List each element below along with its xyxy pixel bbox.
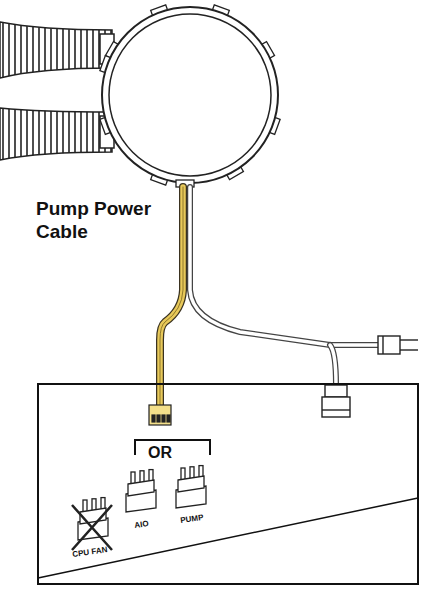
pump-connector (149, 405, 171, 425)
header-label: AIO (134, 520, 149, 531)
tube (0, 22, 112, 78)
or-bracket (135, 440, 210, 455)
pump-power-cable (160, 187, 183, 405)
board-edge (38, 498, 418, 578)
header (126, 470, 156, 512)
pump-head-tabs (100, 5, 280, 185)
cross-out (72, 505, 112, 550)
pump-head (102, 7, 278, 183)
header (78, 498, 108, 540)
fan-headers (78, 466, 206, 540)
header (176, 466, 206, 508)
header-label: PUMP (180, 514, 204, 526)
or-label: OR (148, 444, 172, 462)
rgb-plug (322, 336, 418, 417)
tube (0, 108, 112, 160)
header-label: CPU FAN (72, 546, 108, 560)
rgb-cable (190, 187, 380, 385)
inset-frame (38, 384, 418, 584)
cable-label: Pump Power Cable (36, 198, 176, 244)
